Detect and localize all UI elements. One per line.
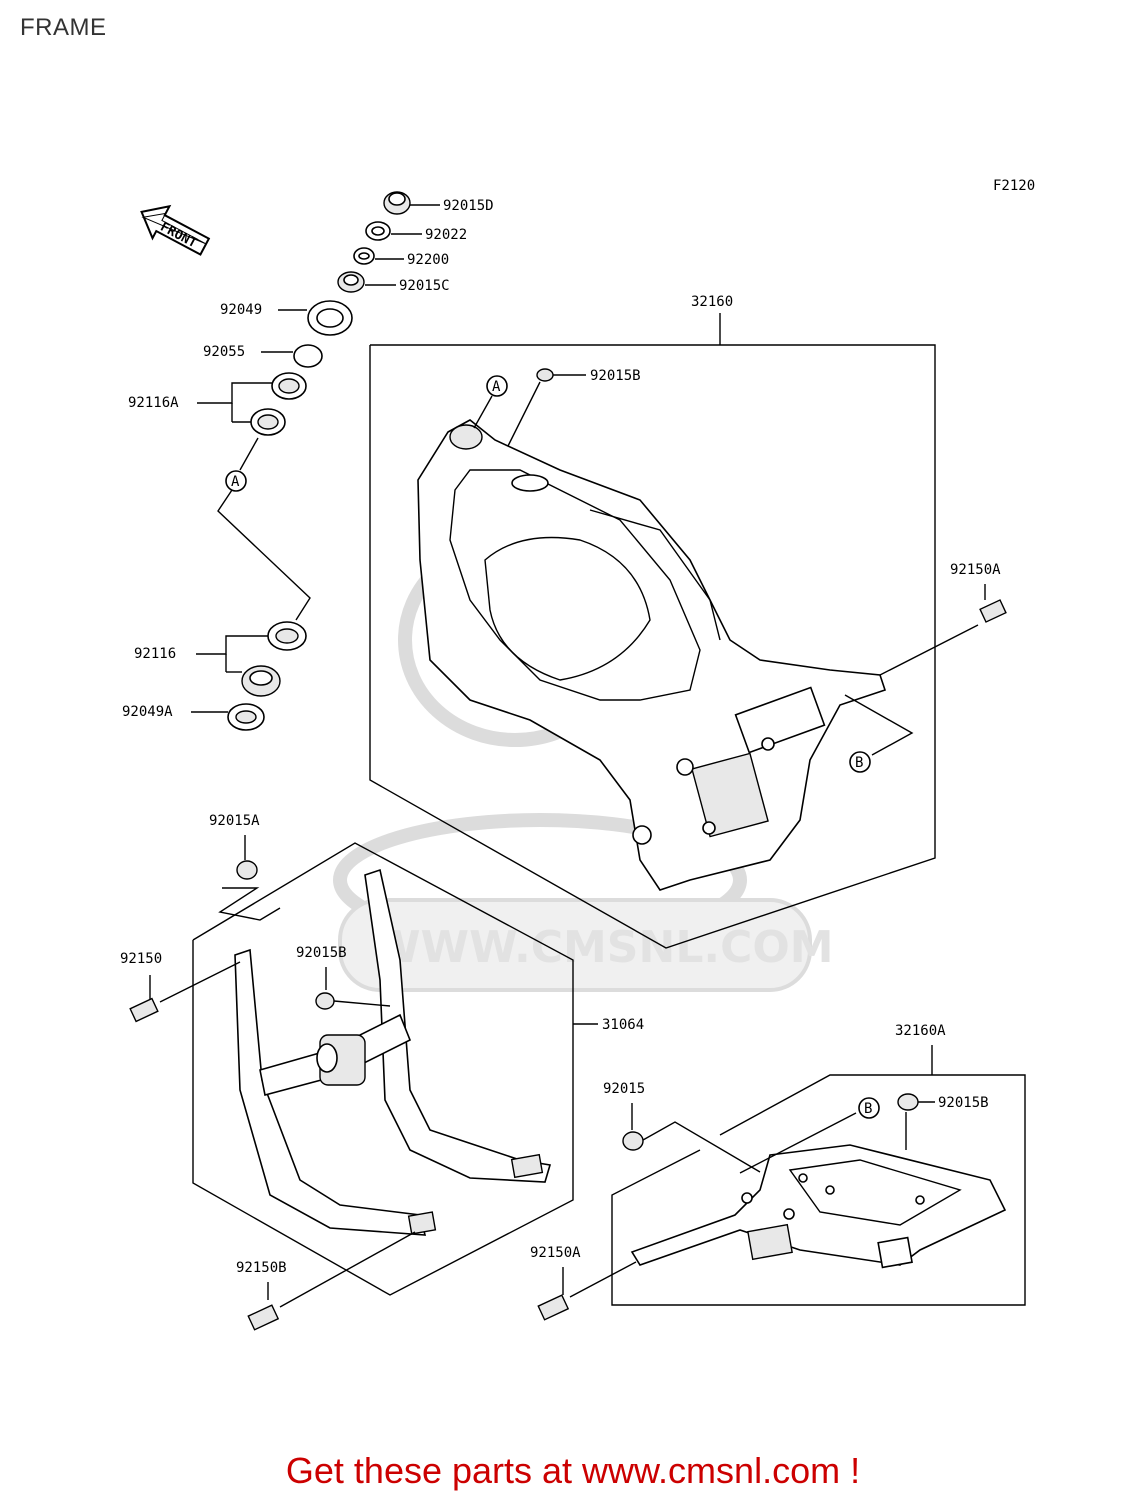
parts-diagram: WWW.CMSNL.COM F2120 FRONT 92015D 92022 — [120, 178, 1035, 1331]
label-92049A: 92049A — [122, 704, 173, 720]
label-31064: 31064 — [602, 1017, 644, 1033]
footer-promo-link[interactable]: Get these parts at www.cmsnl.com ! — [285, 1450, 861, 1491]
label-92022: 92022 — [425, 227, 467, 243]
label-92150A-top: 92150A — [950, 562, 1001, 578]
part-31064-down-tube: 31064 — [192, 842, 644, 1296]
label-92150A-bottom: 92150A — [530, 1245, 581, 1261]
label-92015: 92015 — [603, 1081, 645, 1097]
part-92015B-top: 92015B — [507, 368, 641, 447]
part-92150: 92150 — [120, 951, 241, 1023]
label-92015D: 92015D — [443, 198, 494, 214]
part-92055: 92055 — [203, 344, 323, 368]
part-92049A: 92049A — [122, 703, 265, 731]
label-92015B-bottom: 92015B — [938, 1095, 989, 1111]
front-arrow-icon: FRONT — [140, 204, 211, 256]
label-32160: 32160 — [691, 294, 733, 310]
steering-stem-parts: 92015D 92022 92200 92015C 92049 — [122, 191, 494, 731]
part-92015B-mid: 92015B — [296, 945, 391, 1010]
ref-a-left: A — [217, 437, 311, 621]
label-92150: 92150 — [120, 951, 162, 967]
part-92015A: 92015A — [209, 813, 281, 921]
part-92150B: 92150B — [236, 1231, 416, 1331]
part-92015D: 92015D — [383, 191, 494, 215]
part-92150A-top: 92150A — [879, 562, 1007, 676]
part-92015B-bottom: 92015B — [897, 1093, 989, 1150]
watermark-logo: WWW.CMSNL.COM — [333, 533, 834, 992]
footer-promo: Get these parts at www.cmsnl.com ! — [0, 1450, 1146, 1492]
svg-text:B: B — [855, 755, 863, 771]
drawing-code: F2120 — [993, 178, 1035, 194]
svg-text:A: A — [492, 379, 501, 395]
part-92015C: 92015C — [337, 271, 450, 294]
label-92116A: 92116A — [128, 395, 179, 411]
part-92015: 92015 B — [603, 1081, 880, 1174]
part-32160-frame: 32160 A 92015B B — [369, 294, 936, 949]
part-92116: 92116 — [134, 621, 307, 697]
part-92022: 92022 — [365, 221, 467, 243]
svg-text:B: B — [864, 1101, 872, 1117]
label-92015A: 92015A — [209, 813, 260, 829]
label-92015B-top: 92015B — [590, 368, 641, 384]
ref-b-top: B — [844, 694, 914, 773]
part-92049: 92049 — [220, 300, 353, 336]
label-92150B: 92150B — [236, 1260, 287, 1276]
part-92116A: 92116A — [128, 372, 307, 436]
label-92049: 92049 — [220, 302, 262, 318]
label-32160A: 32160A — [895, 1023, 946, 1039]
part-32160A-subframe: 32160A — [611, 1023, 1026, 1306]
label-92015B-mid: 92015B — [296, 945, 347, 961]
watermark-text: WWW.CMSNL.COM — [372, 922, 834, 973]
page-title: FRAME — [20, 14, 107, 41]
label-92015C: 92015C — [399, 278, 450, 294]
part-92150A-bottom: 92150A — [530, 1245, 637, 1321]
label-92200: 92200 — [407, 252, 449, 268]
part-92200: 92200 — [353, 247, 449, 268]
label-92116: 92116 — [134, 646, 176, 662]
label-92055: 92055 — [203, 344, 245, 360]
svg-text:A: A — [231, 474, 240, 490]
